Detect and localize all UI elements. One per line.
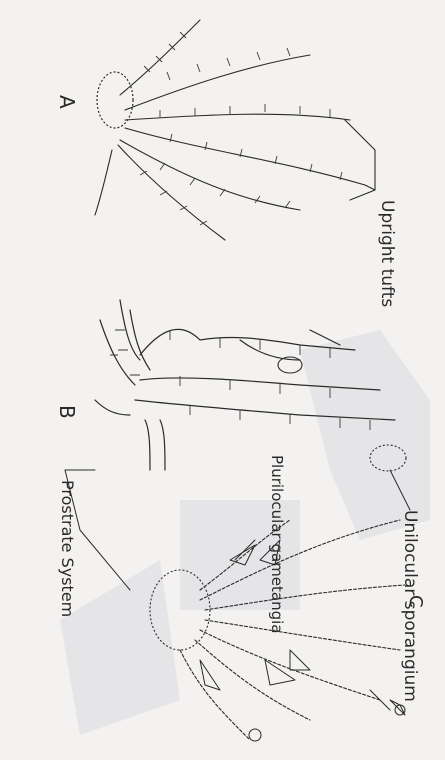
prostrate-system-label: Prostrate System [58, 480, 77, 617]
upright-tufts-label: Upright tufts [377, 200, 397, 307]
plurilocular-gametangia-label: Plurilocular gametangia [268, 455, 286, 633]
panel-b-letter: B [55, 405, 79, 419]
panel-a-letter: A [55, 95, 79, 109]
panel-a-drawing [95, 20, 375, 240]
panel-c-letter: C [405, 595, 426, 608]
watermark [60, 330, 430, 735]
